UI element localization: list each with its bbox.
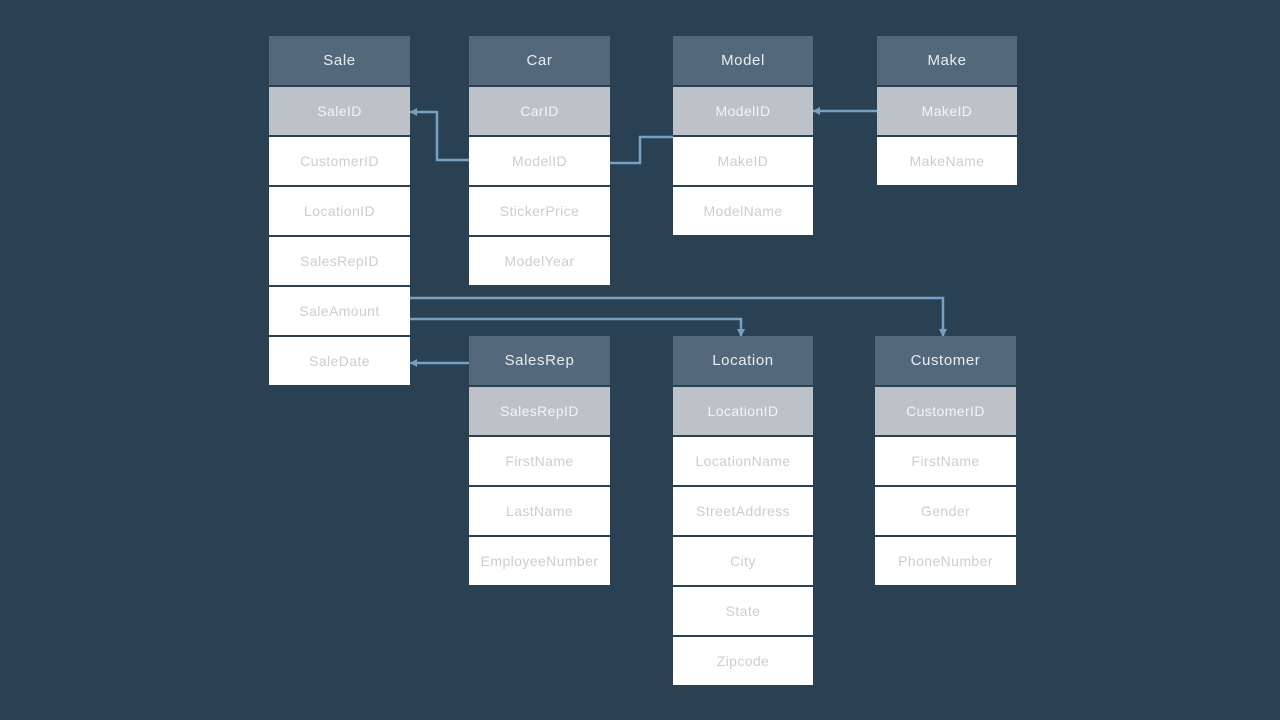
field-row-sale[interactable]: LocationID — [269, 187, 410, 235]
field-row-salesrep[interactable]: EmployeeNumber — [469, 537, 610, 585]
connector-sale-saleamount-to-customer[interactable] — [410, 296, 945, 336]
table-header-customer[interactable]: Customer — [875, 336, 1016, 385]
field-label: FirstName — [911, 453, 980, 469]
field-label: ModelYear — [504, 253, 575, 269]
field-label: FirstName — [505, 453, 574, 469]
primary-key-label: MakeID — [921, 103, 973, 119]
field-row-customer[interactable]: PhoneNumber — [875, 537, 1016, 585]
primary-key-row-car[interactable]: CarID — [469, 87, 610, 135]
table-title: SalesRep — [504, 352, 575, 369]
connector-arrowhead-sale-saleamount-to-location — [737, 329, 745, 337]
field-label: MakeName — [909, 153, 985, 169]
field-row-salesrep[interactable]: FirstName — [469, 437, 610, 485]
connector-arrowhead-sale-saleid-to-car-modelid — [410, 108, 417, 116]
connector-arrowhead-sale-saledate-to-salesrep — [410, 359, 417, 367]
field-row-customer[interactable]: FirstName — [875, 437, 1016, 485]
table-title: Sale — [323, 52, 356, 69]
field-row-location[interactable]: Zipcode — [673, 637, 813, 685]
field-row-car[interactable]: StickerPrice — [469, 187, 610, 235]
primary-key-row-make[interactable]: MakeID — [877, 87, 1017, 135]
table-header-make[interactable]: Make — [877, 36, 1017, 85]
primary-key-row-sale[interactable]: SaleID — [269, 87, 410, 135]
primary-key-label: SaleID — [317, 103, 362, 119]
primary-key-row-location[interactable]: LocationID — [673, 387, 813, 435]
table-title: Customer — [910, 352, 981, 369]
primary-key-label: CustomerID — [906, 403, 985, 419]
primary-key-row-customer[interactable]: CustomerID — [875, 387, 1016, 435]
primary-key-label: LocationID — [707, 403, 779, 419]
field-label: Zipcode — [716, 653, 770, 669]
field-row-location[interactable]: LocationName — [673, 437, 813, 485]
primary-key-row-salesrep[interactable]: SalesRepID — [469, 387, 610, 435]
table-header-model[interactable]: Model — [673, 36, 813, 85]
field-row-car[interactable]: ModelYear — [469, 237, 610, 285]
table-title: Make — [927, 52, 967, 69]
field-label: City — [730, 553, 756, 569]
field-label: StreetAddress — [696, 503, 790, 519]
field-row-sale[interactable]: SalesRepID — [269, 237, 410, 285]
table-title: Location — [712, 352, 774, 369]
field-row-sale[interactable]: SaleDate — [269, 337, 410, 385]
field-label: SaleAmount — [299, 303, 380, 319]
field-label: LocationID — [304, 203, 375, 219]
field-row-make[interactable]: MakeName — [877, 137, 1017, 185]
connector-car-modelid-to-model[interactable] — [609, 135, 673, 165]
field-label: LocationName — [695, 453, 791, 469]
connector-sale-saleid-to-car-modelid[interactable] — [410, 110, 469, 162]
field-label: MakeID — [717, 153, 769, 169]
table-header-sale[interactable]: Sale — [269, 36, 410, 85]
field-label: PhoneNumber — [898, 553, 993, 569]
primary-key-row-model[interactable]: ModelID — [673, 87, 813, 135]
table-header-car[interactable]: Car — [469, 36, 610, 85]
field-label: SalesRepID — [300, 253, 379, 269]
field-row-salesrep[interactable]: LastName — [469, 487, 610, 535]
table-header-location[interactable]: Location — [673, 336, 813, 385]
field-row-location[interactable]: State — [673, 587, 813, 635]
field-label: Gender — [920, 503, 971, 519]
table-title: Model — [721, 52, 765, 69]
field-label: State — [725, 603, 761, 619]
field-row-sale[interactable]: CustomerID — [269, 137, 410, 185]
field-label: StickerPrice — [499, 203, 580, 219]
primary-key-label: SalesRepID — [500, 403, 579, 419]
connector-arrowhead-model-modelid-to-make-makeid — [813, 107, 820, 115]
field-row-customer[interactable]: Gender — [875, 487, 1016, 535]
field-row-model[interactable]: ModelName — [673, 187, 813, 235]
field-row-location[interactable]: StreetAddress — [673, 487, 813, 535]
primary-key-label: ModelID — [715, 103, 771, 119]
field-row-model[interactable]: MakeID — [673, 137, 813, 185]
field-label: SaleDate — [309, 353, 370, 369]
field-row-car[interactable]: ModelID — [469, 137, 610, 185]
table-header-salesrep[interactable]: SalesRep — [469, 336, 610, 385]
connector-sale-saleamount-to-location[interactable] — [410, 317, 743, 336]
field-row-sale[interactable]: SaleAmount — [269, 287, 410, 335]
field-label: EmployeeNumber — [480, 553, 599, 569]
table-title: Car — [526, 52, 553, 69]
field-label: ModelName — [703, 203, 783, 219]
field-label: ModelID — [512, 153, 567, 169]
primary-key-label: CarID — [520, 103, 559, 119]
field-row-location[interactable]: City — [673, 537, 813, 585]
field-label: CustomerID — [300, 153, 379, 169]
connector-arrowhead-sale-saleamount-to-customer — [939, 329, 947, 337]
field-label: LastName — [505, 503, 573, 519]
